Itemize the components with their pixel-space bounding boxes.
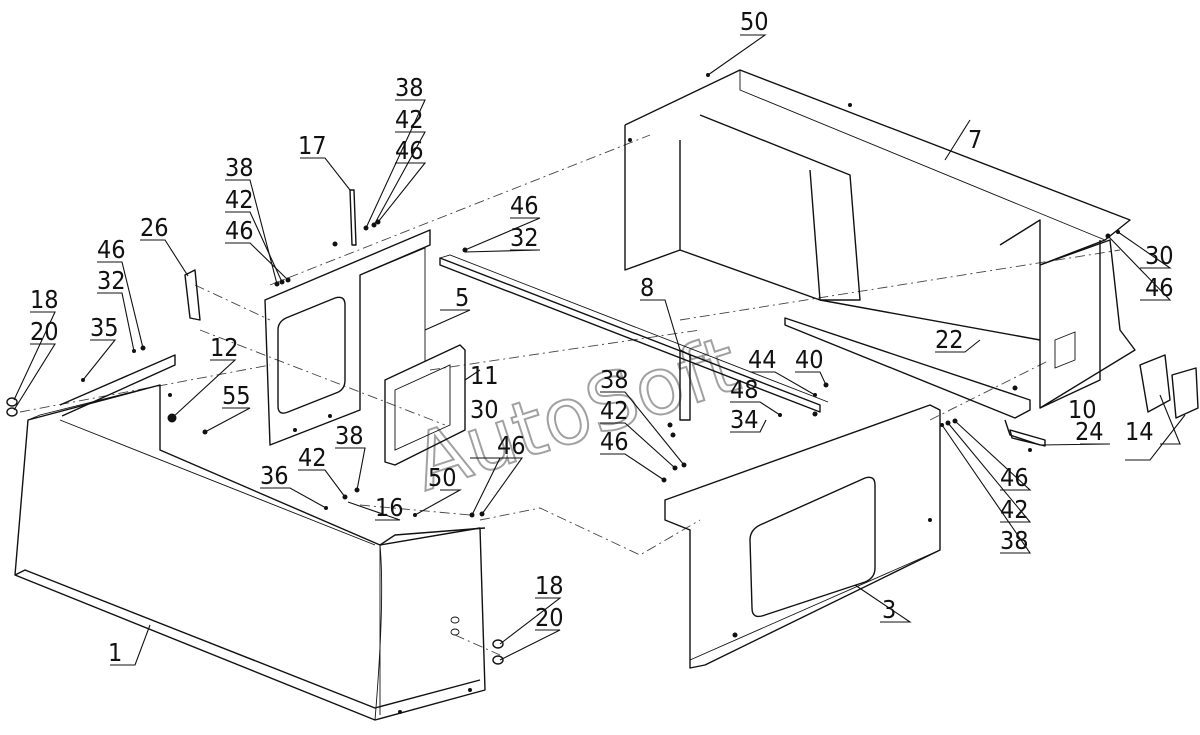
label-22: 22 (935, 325, 964, 354)
label-14: 14 (1125, 417, 1154, 446)
part-22-lower-beam (784, 317, 1041, 446)
label-38: 38 (1000, 526, 1029, 555)
label-8: 8 (640, 273, 654, 302)
label-36: 36 (260, 461, 289, 490)
part-11-cover-plate (384, 344, 466, 466)
label-16: 16 (375, 493, 404, 522)
label-46: 46 (97, 235, 126, 264)
label-12: 12 (210, 333, 239, 362)
label-24: 24 (1075, 417, 1104, 446)
part-5-rear-frame (264, 229, 431, 446)
label-38: 38 (225, 153, 254, 182)
label-20: 20 (535, 603, 564, 632)
label-20: 20 (30, 317, 59, 346)
label-42: 42 (600, 396, 629, 425)
label-46: 46 (225, 216, 254, 245)
label-44: 44 (748, 345, 777, 374)
label-38: 38 (395, 73, 424, 102)
label-46: 46 (600, 427, 629, 456)
label-11: 11 (470, 361, 499, 390)
label-7: 7 (968, 125, 982, 154)
part-10-plate (1139, 354, 1171, 413)
label-42: 42 (225, 185, 254, 214)
label-10: 10 (1068, 395, 1097, 424)
part-labels: 50 7 38 42 46 17 38 42 46 26 46 32 46 32… (30, 7, 1174, 667)
part-17-rod (349, 189, 357, 246)
label-55: 55 (222, 381, 251, 410)
label-26: 26 (140, 213, 169, 242)
part-24-bracket (1009, 429, 1046, 447)
part-7-cabin-frame (624, 69, 1136, 409)
label-46: 46 (1145, 273, 1174, 302)
label-30: 30 (470, 395, 499, 424)
label-1: 1 (108, 638, 122, 667)
label-42: 42 (395, 105, 424, 134)
leader-lines (13, 34, 1186, 666)
label-48: 48 (730, 375, 759, 404)
label-40: 40 (795, 345, 824, 374)
label-32: 32 (97, 266, 126, 295)
part-26-bracket (184, 269, 201, 321)
label-46: 46 (497, 431, 526, 460)
label-42: 42 (1000, 495, 1029, 524)
label-38: 38 (335, 421, 364, 450)
label-5: 5 (455, 283, 469, 312)
part-1-front-panel (14, 354, 486, 721)
label-46: 46 (1000, 463, 1029, 492)
label-30: 30 (1145, 241, 1174, 270)
part-8-cross-beam (439, 254, 829, 421)
fasteners-18-20-right (492, 639, 504, 665)
part-3-side-panel (664, 404, 941, 669)
fasteners-18-20-left (6, 397, 18, 417)
label-34: 34 (730, 405, 759, 434)
label-32: 32 (510, 223, 539, 252)
part-14-gasket (1171, 367, 1199, 419)
label-35: 35 (90, 313, 119, 342)
label-3: 3 (882, 595, 896, 624)
label-17: 17 (298, 131, 327, 160)
label-38: 38 (600, 365, 629, 394)
label-18: 18 (30, 285, 59, 314)
label-46: 46 (510, 191, 539, 220)
label-18: 18 (535, 571, 564, 600)
label-42: 42 (298, 443, 327, 472)
label-50: 50 (740, 7, 769, 36)
label-46: 46 (395, 136, 424, 165)
label-50: 50 (428, 463, 457, 492)
